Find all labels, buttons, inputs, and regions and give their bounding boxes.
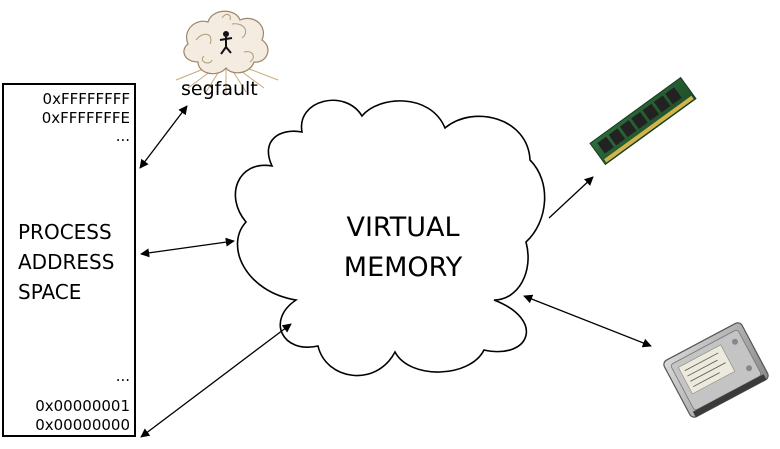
address-top-2: 0xFFFFFFFE <box>41 109 130 127</box>
address-bottom-1: 0x00000001 <box>35 397 130 415</box>
hard-disk-icon <box>663 322 769 418</box>
address-bottom-2: 0x00000000 <box>35 416 130 434</box>
virtual-memory-line: VIRTUAL <box>346 212 460 243</box>
arrow-address-space-cloud <box>140 237 235 258</box>
arrow-bottom-cloud <box>140 323 292 438</box>
virtual-memory-cloud <box>234 99 546 377</box>
address-space-title-line: ADDRESS <box>18 250 115 274</box>
address-space-title-line: PROCESS <box>18 220 112 244</box>
virtual-memory-line: MEMORY <box>343 252 463 283</box>
address-space-title: PROCESS ADDRESS SPACE <box>18 217 114 307</box>
address-space-title-line: SPACE <box>18 280 82 304</box>
bottom-ellipsis: ... <box>115 367 130 385</box>
segfault-label: segfault <box>181 78 258 100</box>
arrow-cloud-ram <box>548 176 594 219</box>
virtual-memory-label: VIRTUAL MEMORY <box>300 208 506 288</box>
arrow-segfault <box>139 105 188 169</box>
address-top-1: 0xFFFFFFFF <box>42 90 130 108</box>
process-address-space-box: 0xFFFFFFFF 0xFFFFFFFE ... PROCESS ADDRES… <box>2 83 136 437</box>
arrow-cloud-disk <box>523 294 652 348</box>
top-ellipsis: ... <box>115 127 130 145</box>
explosion-icon <box>175 10 279 94</box>
ram-module-icon <box>589 76 697 166</box>
